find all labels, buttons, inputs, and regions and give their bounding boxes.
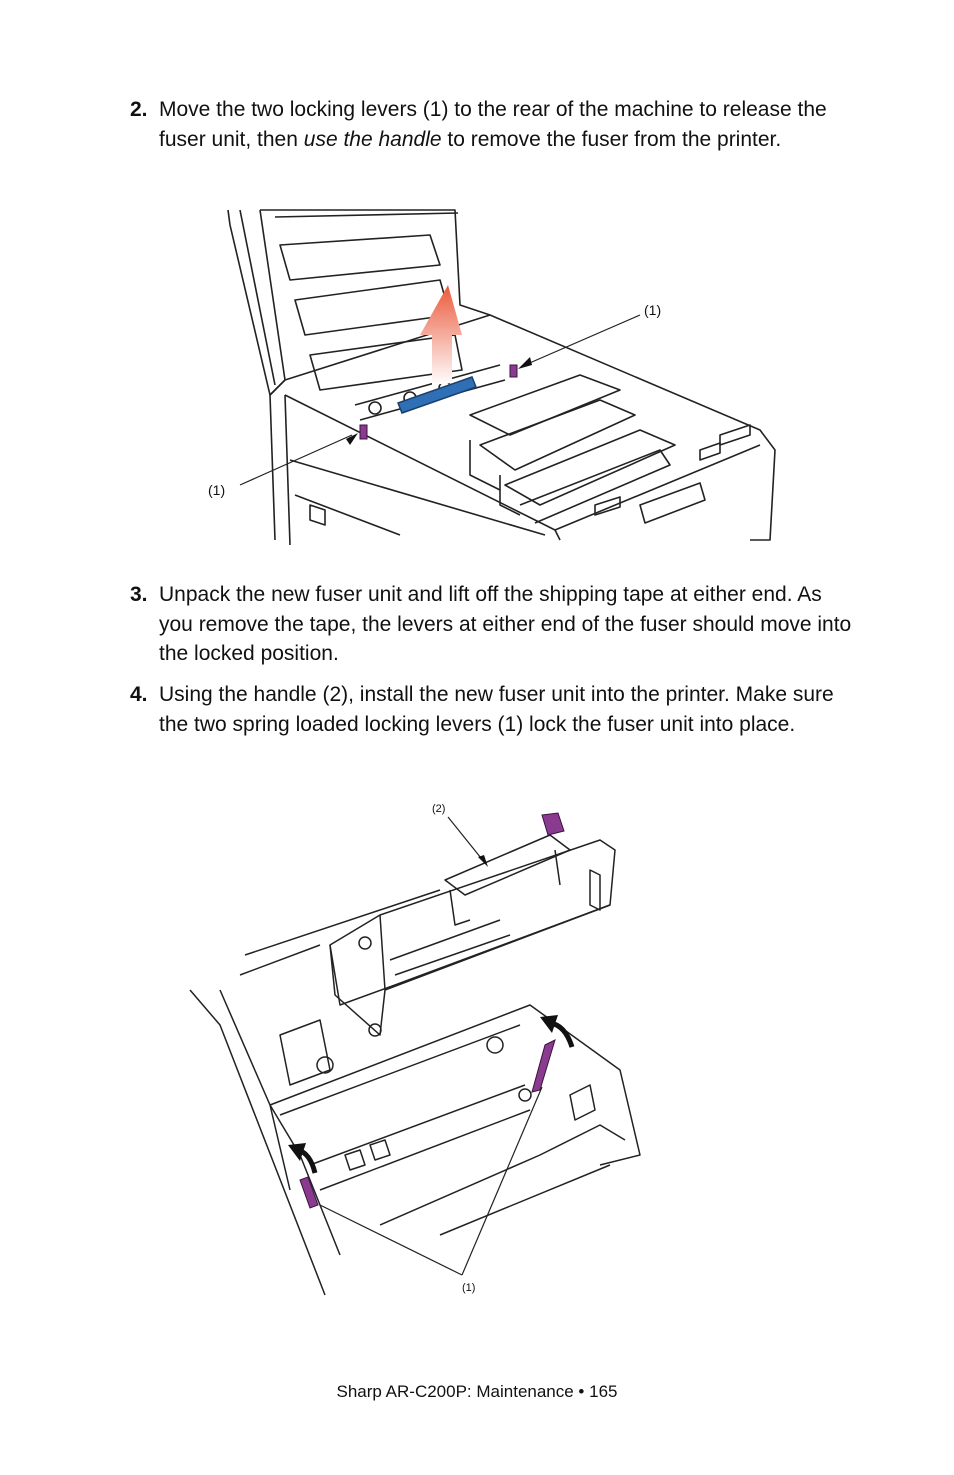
callout-levers: (1) [462, 1282, 475, 1294]
callout-lever-right: (1) [644, 302, 661, 318]
fuser-lever-top [541, 812, 565, 836]
step-number: 3. [130, 583, 148, 606]
callout-lever-left: (1) [208, 482, 225, 498]
step-number: 4. [130, 683, 148, 706]
step-number: 2. [130, 98, 148, 121]
printer-lever-left [299, 1176, 319, 1209]
figure-install-fuser: (2) (1) [180, 795, 670, 1305]
page-footer: Sharp AR-C200P: Maintenance • 165 [336, 1382, 618, 1401]
right-lever [509, 364, 518, 378]
lift-arrow-icon [420, 285, 462, 385]
step-text-emphasis: use the handle [303, 127, 442, 151]
callout-handle: (2) [432, 803, 445, 815]
step-text-part: Move the two locking levers (1) to the r… [159, 98, 827, 151]
step-text-part: to remove the fuser from the printer. [441, 127, 782, 151]
step-2: 2. Move the two locking levers (1) to th… [130, 95, 860, 154]
left-lever [359, 424, 368, 440]
step-4: 4. Using the handle (2), install the new… [130, 680, 860, 739]
figure-remove-fuser: (1) (1) [200, 205, 790, 570]
printer-lever-right [531, 1039, 556, 1093]
step-text: Using the handle (2), install the new fu… [159, 683, 834, 736]
step-text: Move the two locking levers (1) to the r… [159, 95, 860, 154]
printer-illustration: (1) (1) [208, 209, 776, 546]
step-3: 3. Unpack the new fuser unit and lift of… [130, 580, 860, 669]
step-text: Unpack the new fuser unit and lift off t… [159, 583, 852, 665]
fuser-install-illustration: (2) (1) [189, 803, 641, 1296]
